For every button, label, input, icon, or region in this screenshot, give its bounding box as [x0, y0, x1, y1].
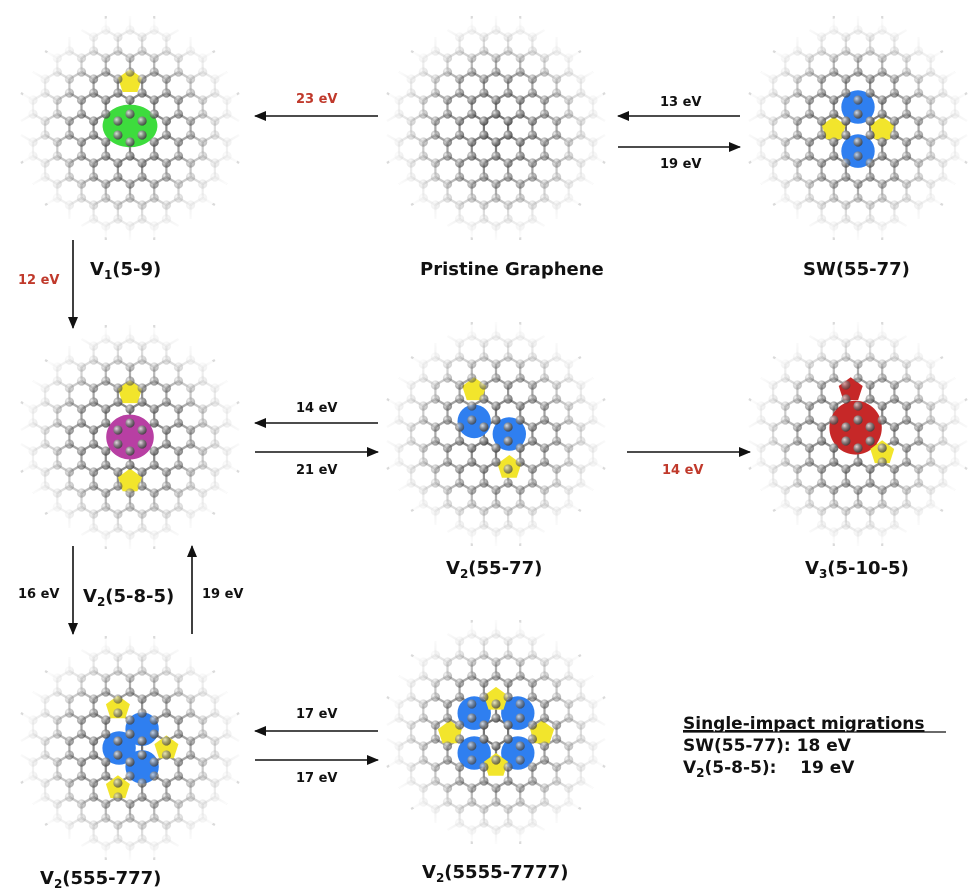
energy-v2-5-8-5-to-v2-555-777: 16 eV	[18, 587, 60, 602]
energy-pristine-to-sw: 19 eV	[660, 157, 702, 172]
legend-row-v2-5-8-5: V2(5-8-5): 19 eV	[683, 758, 855, 780]
edge-fade	[384, 322, 608, 546]
energy-v2-555-777-to-v2-5-8-5: 19 eV	[202, 587, 244, 602]
v2-555-777-structure	[18, 636, 242, 860]
pristine-graphene-structure	[384, 16, 608, 240]
label-v2-5-8-5: V2(5-8-5)	[83, 586, 174, 609]
edge-fade	[746, 322, 970, 546]
energy-v2-55-77-to-v3: 14 eV	[662, 463, 704, 478]
sw-55-77-structure	[746, 16, 970, 240]
v2-5-8-5-structure	[18, 325, 242, 549]
energy-sw-to-pristine: 13 eV	[660, 95, 702, 110]
label-v2-5555-7777: V2(5555-7777)	[422, 862, 568, 885]
edge-fade	[18, 636, 242, 860]
v2-5555-7777-structure	[384, 620, 608, 844]
edge-fade	[384, 620, 608, 844]
edge-fade	[18, 325, 242, 549]
energy-pristine-to-v1: 23 eV	[296, 92, 338, 107]
edge-fade	[18, 16, 242, 240]
legend-row-sw: SW(55-77): 18 eV	[683, 736, 852, 756]
energy-v2-5555-7777-to-v2-555-777: 17 eV	[296, 707, 338, 722]
label-v2-55-77: V2(55-77)	[446, 558, 542, 581]
label-pristine: Pristine Graphene	[420, 259, 604, 280]
energy-v2-55-77-to-v2-5-8-5: 14 eV	[296, 401, 338, 416]
energy-v2-5-8-5-to-v2-55-77: 21 eV	[296, 463, 338, 478]
label-v2-555-777: V2(555-777)	[40, 868, 161, 891]
label-v3-5-10-5: V3(5-10-5)	[805, 558, 909, 581]
energy-v2-555-777-to-v2-5555-7777: 17 eV	[296, 771, 338, 786]
legend-title: Single-impact migrations	[683, 714, 924, 734]
edge-fade	[746, 16, 970, 240]
label-v1: V1(5-9)	[90, 259, 161, 282]
label-sw: SW(55-77)	[803, 259, 910, 280]
v1-5-9-structure	[18, 16, 242, 240]
edge-fade	[384, 16, 608, 240]
energy-v1-to-v2-5-8-5: 12 eV	[18, 273, 60, 288]
v3-5-10-5-structure	[746, 322, 970, 546]
v2-55-77-structure	[384, 322, 608, 546]
